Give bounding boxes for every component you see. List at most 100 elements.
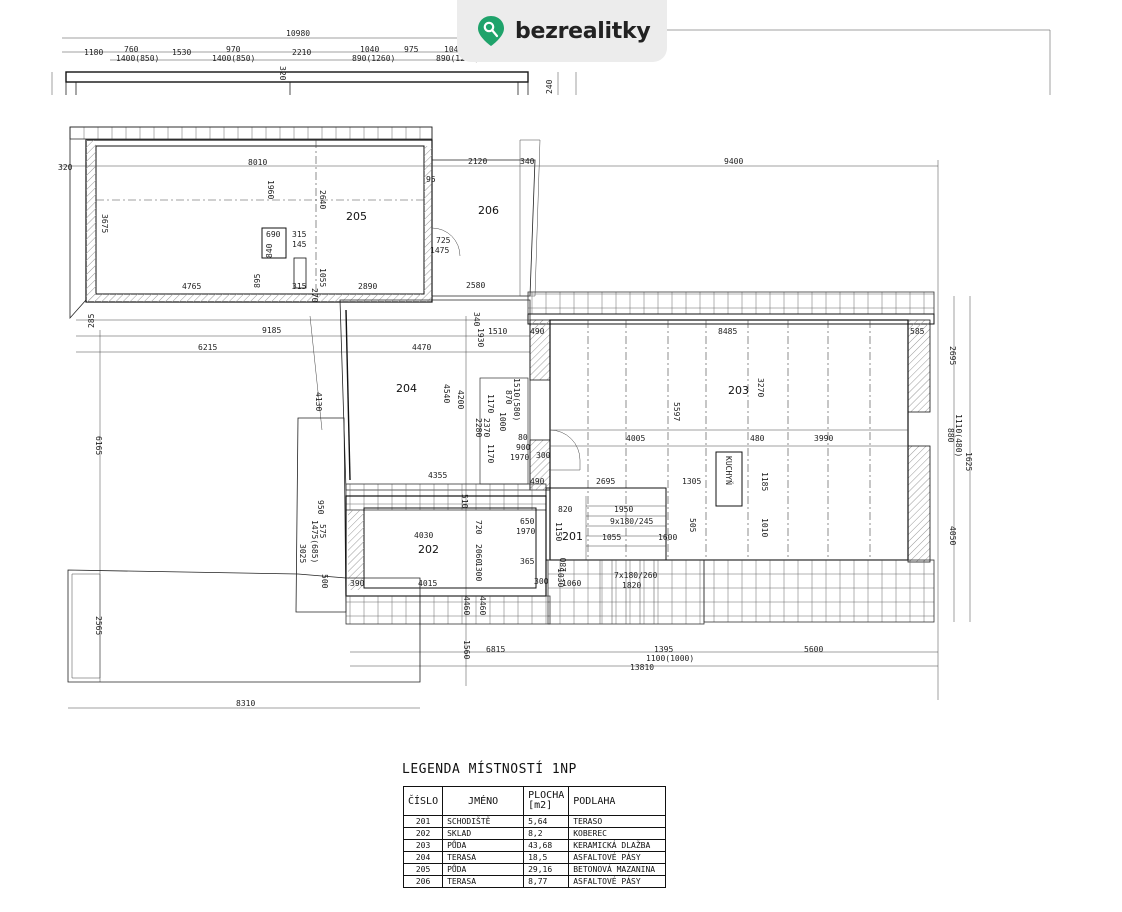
dim-top-overall: 10980	[286, 29, 310, 38]
dim: 7x180/260	[614, 571, 658, 580]
dim: 5600	[804, 645, 823, 654]
dim: 725	[436, 236, 451, 245]
dim: 285	[87, 313, 96, 328]
location-pin-icon	[478, 16, 504, 46]
dim-320: 320	[278, 66, 287, 81]
dim: 280	[559, 557, 568, 572]
cell-plocha: 8,2	[523, 827, 570, 840]
dim: 2565	[94, 616, 103, 635]
cell-plocha: 43,68	[523, 839, 570, 852]
cell-podlaha: ASFALTOVÉ PÁSY	[568, 875, 667, 888]
header-jmeno-text: JMÉNO	[468, 795, 499, 807]
room-label-202: 202	[418, 543, 439, 556]
dim: 4460	[478, 596, 487, 615]
dim: 1030	[556, 568, 565, 587]
dim: 300	[536, 451, 551, 460]
dim: 1950	[614, 505, 633, 514]
room-label-203: 203	[728, 384, 749, 397]
dim: 6215	[198, 343, 217, 352]
dim: 585	[910, 327, 925, 336]
cell-plocha: 8,77	[523, 875, 570, 888]
header-cislo: ČÍSLO	[402, 786, 444, 816]
dim: 1560	[462, 640, 471, 659]
dim: 1000	[498, 412, 507, 431]
dim: 895	[253, 273, 262, 288]
dim: 2120	[468, 157, 487, 166]
dim: 490	[530, 477, 545, 486]
dim: 300	[534, 577, 549, 586]
dim: 4130	[314, 392, 323, 411]
cell-podlaha: KERAMICKÁ DLAŽBA	[568, 839, 667, 852]
dim: 315	[292, 230, 307, 239]
dim: 1970	[516, 527, 535, 536]
dim: 1010	[760, 518, 769, 537]
dim: 1170	[486, 444, 495, 463]
dim: 1930	[476, 328, 485, 347]
dim: 2370	[482, 418, 491, 437]
dimension-lines	[60, 160, 971, 709]
upper-plan-fragment: 10980 1180 760 1530 970 2210 1040 975 10…	[51, 29, 1051, 95]
room-label-206: 206	[478, 204, 499, 217]
table-row: 204 TERASA 18,5 ASFALTOVÉ PÁSY	[402, 851, 667, 864]
cell-cislo: 201	[402, 815, 444, 828]
table-row: 206 TERASA 8,77 ASFALTOVÉ PÁSY	[402, 875, 667, 888]
dimension-texts: 320 8010 2120 340 9400 1960 2640 3675 47…	[58, 157, 973, 708]
dim: 480	[750, 434, 765, 443]
dim: 2280	[474, 418, 483, 437]
dim: 2890	[358, 282, 377, 291]
cell-jmeno: TERASA	[442, 851, 525, 864]
dim: 690	[266, 230, 281, 239]
lower-left-outline	[67, 569, 421, 683]
dim: 1395	[654, 645, 673, 654]
dim: 4050	[948, 526, 957, 545]
cell-jmeno: PŮDA	[442, 863, 525, 876]
dim-top-seg: 760	[124, 45, 139, 54]
room-label-204: 204	[396, 382, 417, 395]
dim: 145	[292, 240, 307, 249]
dim: 2580	[466, 281, 485, 290]
dim: 9x180/245	[610, 517, 654, 526]
dim: 3990	[814, 434, 833, 443]
dim-top-opening: 1400(850)	[212, 54, 255, 63]
cell-plocha: 5,64	[523, 815, 570, 828]
dim: 840	[265, 243, 274, 258]
dim: 1055	[318, 268, 327, 287]
dim: 1150	[554, 522, 563, 541]
cell-cislo: 206	[402, 875, 444, 888]
table-row: 205 PŮDA 29,16 BETONOVÁ MAZANINA	[402, 863, 667, 876]
dim: 5597	[672, 402, 681, 421]
room-label-201: 201	[562, 530, 583, 543]
cell-jmeno: SKLAD	[442, 827, 525, 840]
cell-podlaha: KOBEREC	[568, 827, 667, 840]
dim: 870	[504, 390, 513, 405]
dim-top-seg: 1040	[360, 45, 379, 54]
brand-name: bezrealitky	[515, 18, 651, 44]
dim-top-seg: 1040	[444, 45, 463, 54]
cell-jmeno: SCHODIŠTĚ	[442, 815, 525, 828]
dim: 2695	[596, 477, 615, 486]
dim: 4765	[182, 282, 201, 291]
logo-badge[interactable]: bezrealitky	[457, 0, 667, 62]
dim: 4470	[412, 343, 431, 352]
dim: 1820	[622, 581, 641, 590]
dim: 1055	[602, 533, 621, 542]
dim: 8485	[718, 327, 737, 336]
dim: 2060	[474, 544, 483, 563]
dim: 575	[318, 524, 327, 539]
legend-header-row: ČÍSLO JMÉNO PLOCHA[m2] PODLAHA	[402, 786, 667, 816]
dim: 1510(580)	[512, 378, 521, 421]
cell-podlaha: ASFALTOVÉ PÁSY	[568, 851, 667, 864]
block-205-206	[69, 126, 541, 320]
dim: 950	[316, 500, 325, 515]
header-jmeno: JMÉNO	[442, 786, 525, 816]
dim: 80	[518, 433, 528, 442]
cell-cislo: 204	[402, 851, 444, 864]
dim: 1475	[430, 246, 449, 255]
cell-cislo: 203	[402, 839, 444, 852]
dim: 340	[520, 157, 535, 166]
block-202-201	[345, 483, 705, 625]
dim: 3270	[756, 378, 765, 397]
dim: 8310	[236, 699, 255, 708]
dim-top-opening: 890(1260)	[436, 54, 479, 63]
dim: 390	[350, 579, 365, 588]
